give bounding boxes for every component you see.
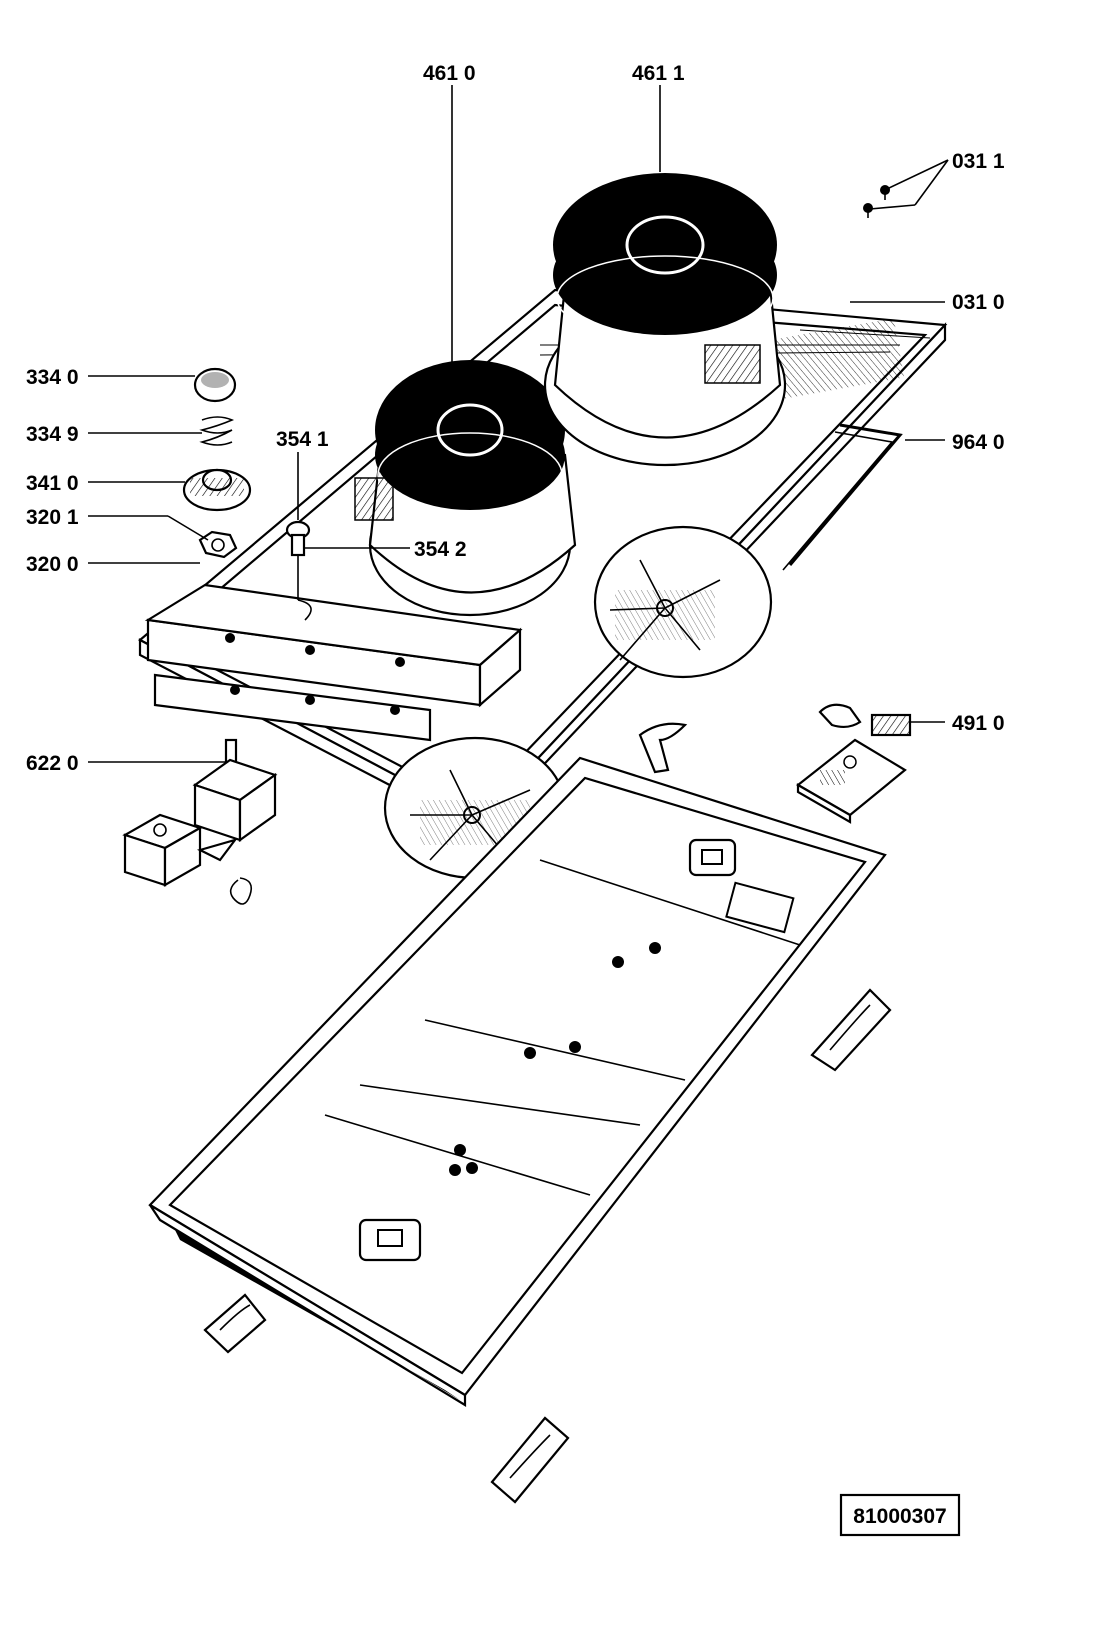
bottom-tray [148, 756, 887, 1407]
label-3340: 334 0 [26, 366, 79, 389]
label-0311: 031 1 [952, 150, 1005, 173]
hotplate-large [543, 173, 787, 467]
seal-strip [782, 423, 903, 571]
screws [863, 185, 890, 218]
label-3410: 341 0 [26, 472, 79, 495]
label-9640: 964 0 [952, 431, 1005, 454]
label-3541: 354 1 [276, 428, 329, 451]
knob-base [182, 468, 252, 512]
hotplate-small [354, 360, 577, 617]
label-3200: 320 0 [26, 553, 79, 576]
label-4611: 461 1 [632, 62, 685, 85]
indicator-lamp [285, 520, 312, 621]
control-board [796, 738, 907, 824]
label-4610: 461 0 [423, 62, 476, 85]
knob-cap [193, 367, 237, 403]
rotary-switch [122, 738, 278, 905]
reference-number: 81000307 [853, 1505, 946, 1528]
mounting-clamp-right [810, 988, 892, 1072]
label-0310: 031 0 [952, 291, 1005, 314]
fixing-clip-top [638, 722, 688, 774]
terminal-block [818, 703, 912, 737]
label-3542: 354 2 [414, 538, 467, 561]
label-3201: 320 1 [26, 506, 79, 529]
label-3349: 334 9 [26, 423, 79, 446]
part-labels: 461 0 461 1 031 1 031 0 334 0 334 9 354 … [26, 62, 1005, 775]
spring [199, 416, 235, 446]
mounting-clamp-bottom [490, 1416, 570, 1504]
reflector-bowl-right [593, 525, 773, 679]
leader-lines [88, 85, 949, 763]
mounting-clamp-left [203, 1293, 267, 1354]
control-bracket [144, 583, 523, 742]
control-nut [198, 530, 238, 559]
label-6220: 622 0 [26, 752, 79, 775]
label-4910: 491 0 [952, 712, 1005, 735]
reference-number-box: 81000307 [839, 1493, 961, 1537]
